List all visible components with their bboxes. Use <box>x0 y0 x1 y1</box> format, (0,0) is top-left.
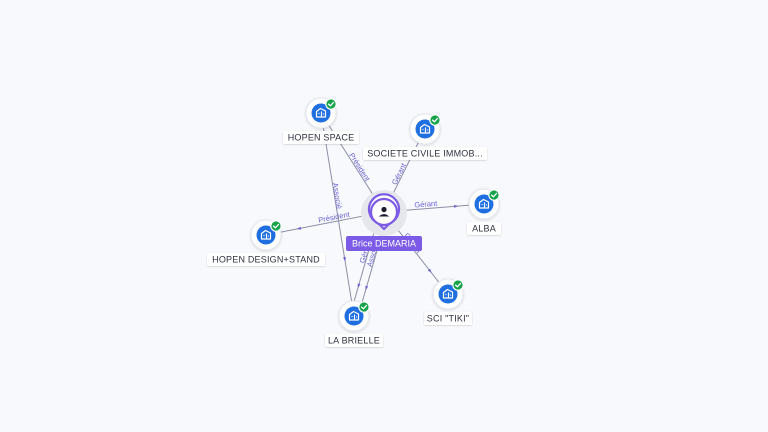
company-node-sci-tiki[interactable]: SCI "TIKI" <box>424 278 472 325</box>
edge-arrow <box>357 283 361 289</box>
company-label: LA BRIELLE <box>328 335 380 345</box>
edge-label: Associé <box>331 182 344 209</box>
building-icon <box>348 310 360 321</box>
edge-arrow <box>296 226 302 230</box>
verified-check-icon <box>488 189 500 201</box>
company-node-alba[interactable]: ALBA <box>467 188 501 235</box>
building-icon <box>478 198 490 209</box>
company-node-la-brielle[interactable]: LA BRIELLE <box>325 300 383 347</box>
company-label-box <box>283 131 359 144</box>
company-label-box <box>467 222 501 235</box>
verified-check-icon <box>325 98 337 110</box>
verified-check-icon <box>452 279 464 291</box>
edge-label: Gérant <box>414 199 438 210</box>
company-node-hopen-space[interactable]: HOPEN SPACE <box>283 97 359 144</box>
center-label-box <box>346 236 422 251</box>
company-label-box <box>363 147 487 160</box>
center-label: Brice DEMARIA <box>352 239 416 249</box>
company-label: SCI "TIKI" <box>427 313 469 323</box>
edge-arrow <box>343 257 346 262</box>
building-icon <box>419 123 431 134</box>
nodes-layer: HOPEN SPACE SOCIETE CIVILE IMMOB... ALBA SC… <box>207 97 501 347</box>
building-icon <box>442 288 454 299</box>
building-icon <box>315 107 327 118</box>
center-person-node[interactable]: Brice DEMARIA <box>346 190 422 251</box>
edge-label: Gérant <box>390 161 409 186</box>
edge-hopen-space-la-brielle: Associé <box>320 112 355 317</box>
verified-check-icon <box>429 114 441 126</box>
building-icon <box>260 229 272 240</box>
verified-check-icon <box>270 220 282 232</box>
company-label-box <box>325 334 383 347</box>
company-label: SOCIETE CIVILE IMMOB... <box>367 148 483 158</box>
company-label-box <box>424 312 472 325</box>
company-label-box <box>207 253 325 266</box>
company-node-hopen-design[interactable]: HOPEN DESIGN+STAND <box>207 219 325 266</box>
edge-arrow <box>365 285 369 291</box>
edge-label: Président <box>318 210 352 225</box>
company-label: HOPEN SPACE <box>288 132 355 142</box>
verified-check-icon <box>358 301 370 313</box>
company-label: HOPEN DESIGN+STAND <box>212 254 320 264</box>
person-icon <box>378 206 390 217</box>
edge-line <box>320 112 355 317</box>
company-node-societe-civile[interactable]: SOCIETE CIVILE IMMOB... <box>363 113 487 160</box>
company-label: ALBA <box>472 223 496 233</box>
edge-arrow <box>453 204 459 208</box>
edge-arrow <box>427 268 432 273</box>
